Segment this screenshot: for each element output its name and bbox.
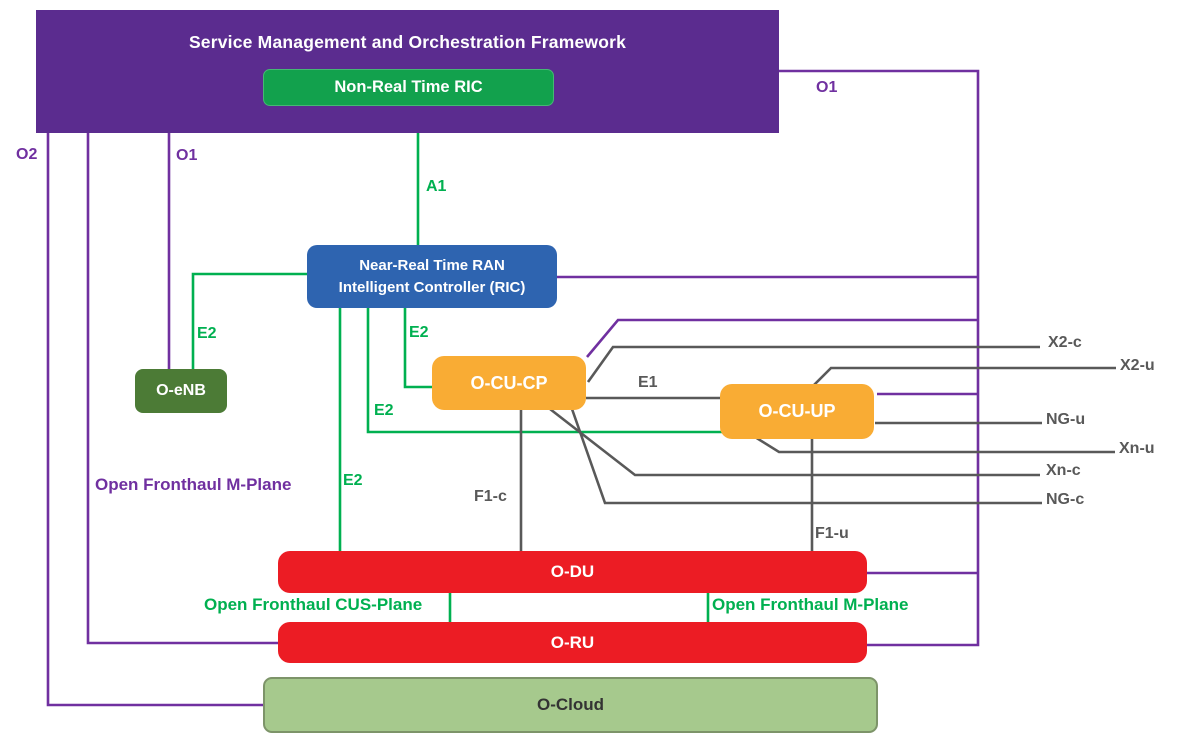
e2-oenb-label: E2 (197, 325, 217, 342)
m-plane-left-line (86, 133, 280, 645)
a1-label: A1 (426, 178, 447, 195)
e2-oenb-line (191, 272, 307, 369)
o-enb-box: O-eNB (135, 369, 227, 413)
f1-u-label: F1-u (815, 525, 849, 542)
xn-c-line (549, 407, 1040, 477)
o-ru-box: O-RU (278, 622, 867, 663)
o-du-label: O-DU (550, 562, 595, 581)
near-rt-ric-label-line1: Near-Real Time RAN (359, 256, 505, 274)
xn-u-label: Xn-u (1119, 440, 1155, 457)
e2-odu-label: E2 (343, 472, 363, 489)
open-fronthaul-m-plane-left-label: Open Fronthaul M-Plane (95, 475, 292, 494)
o-cloud-label: O-Cloud (536, 695, 605, 714)
x2-u-label: X2-u (1120, 357, 1155, 374)
ng-c-line (570, 408, 1042, 505)
e2-ocucp-line (403, 308, 434, 389)
non-rt-ric-label: Non-Real Time RIC (334, 78, 483, 96)
o2-label: O2 (16, 146, 38, 163)
o1-left-label: O1 (176, 147, 198, 164)
e2-ocuup-label: E2 (374, 402, 394, 419)
o-enb-label: O-eNB (156, 382, 206, 399)
o-cu-cp-box: O-CU-CP (432, 356, 586, 410)
e2-ocuup-line (366, 308, 722, 434)
xn-u-line (754, 435, 1115, 454)
xn-c-label: Xn-c (1046, 462, 1081, 479)
open-fronthaul-cus-plane-label: Open Fronthaul CUS-Plane (204, 595, 423, 614)
o-ru-label: O-RU (550, 632, 595, 652)
x2-u-line (812, 366, 1116, 387)
ng-u-label: NG-u (1046, 411, 1086, 428)
e2-ocucp-label: E2 (409, 324, 429, 341)
f1-c-label: F1-c (474, 488, 507, 505)
near-rt-ric-box: Near-Real Time RAN Intelligent Controlle… (307, 245, 557, 308)
x2-c-label: X2-c (1048, 334, 1082, 351)
non-rt-ric-box: Non-Real Time RIC (263, 69, 554, 106)
near-rt-ric-label-line2: Intelligent Controller (RIC) (338, 278, 526, 296)
o-cu-up-box: O-CU-UP (720, 384, 874, 439)
o2-line (46, 133, 265, 707)
open-fronthaul-m-plane-right-label: Open Fronthaul M-Plane (712, 595, 909, 614)
ng-c-label: NG-c (1046, 491, 1085, 508)
o-cu-cp-label: O-CU-CP (470, 372, 548, 393)
o1-right-label: O1 (816, 79, 838, 96)
smo-framework-label: Service Management and Orchestration Fra… (188, 32, 627, 52)
o-cu-cp-o1-line (586, 318, 978, 358)
o-cloud-box: O-Cloud (263, 677, 878, 733)
e1-label: E1 (638, 374, 658, 391)
o-cu-up-label: O-CU-UP (758, 401, 836, 421)
x2-c-line (586, 345, 1040, 383)
o-du-box: O-DU (278, 551, 867, 593)
o1-right-trunk-line (779, 69, 980, 647)
